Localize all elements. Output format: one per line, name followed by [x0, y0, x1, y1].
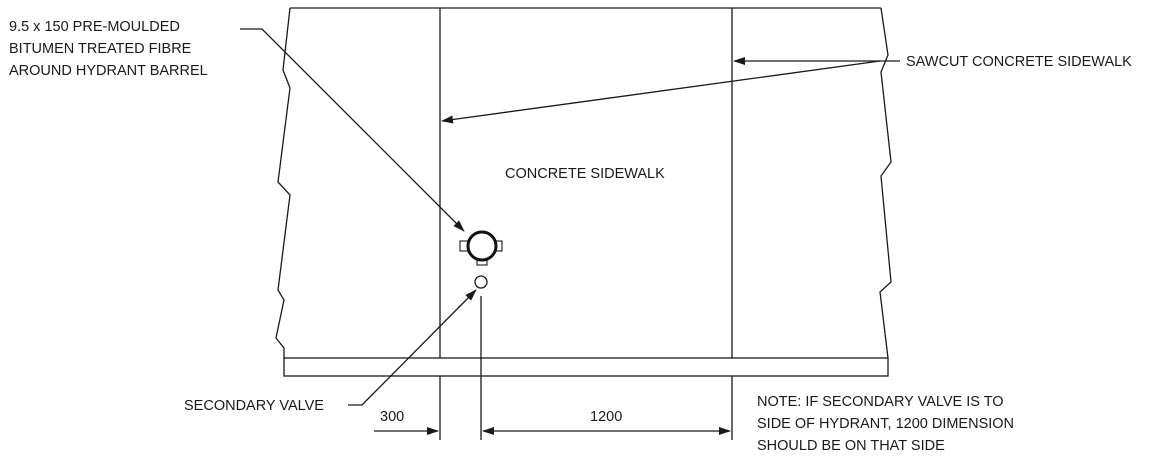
dim-300-label: 300	[380, 409, 404, 425]
curb-strip	[283, 357, 889, 377]
sidewalk-slab	[275, 7, 892, 377]
slab-right-break-edge	[879, 7, 892, 359]
fibre-leader-arrow	[240, 28, 465, 232]
slab-left-break-edge	[275, 7, 291, 358]
note-line1: NOTE: IF SECONDARY VALVE IS TO	[757, 394, 1004, 410]
sawcut-leader-arrow-left	[441, 60, 881, 124]
secondary-valve-icon	[474, 275, 488, 289]
dim-1200-label: 1200	[590, 409, 622, 425]
secondary-valve-label: SECONDARY VALVE	[184, 398, 324, 414]
fibre-label-line1: 9.5 x 150 PRE-MOULDED	[9, 19, 180, 35]
concrete-sidewalk-label: CONCRETE SIDEWALK	[505, 166, 665, 182]
hydrant-barrel-icon	[466, 230, 498, 262]
sawcut-label: SAWCUT CONCRETE SIDEWALK	[906, 54, 1132, 70]
note-line2: SIDE OF HYDRANT, 1200 DIMENSION	[757, 416, 1014, 432]
dimensions	[374, 296, 733, 440]
hydrant-symbol	[459, 230, 503, 266]
secondary-valve-leader-arrow	[348, 289, 477, 406]
fibre-label-line3: AROUND HYDRANT BARREL	[9, 63, 208, 79]
fibre-label-line2: BITUMEN TREATED FIBRE	[9, 41, 192, 57]
note-line3: SHOULD BE ON THAT SIDE	[757, 438, 945, 454]
